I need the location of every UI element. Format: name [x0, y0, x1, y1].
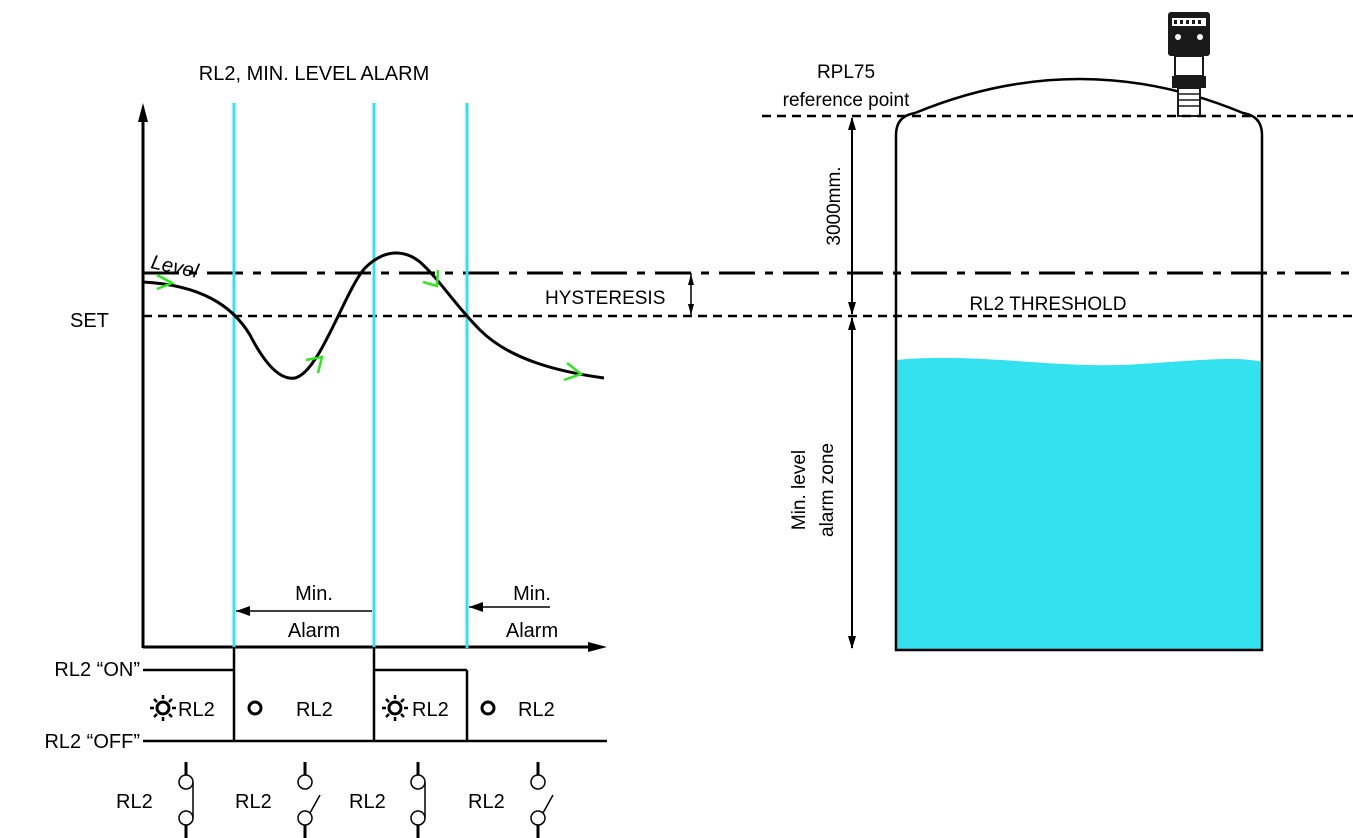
min-alarm-2-line1: Min.	[513, 583, 551, 605]
rl2-on-label: RL2 “ON”	[54, 659, 140, 681]
sun-icon	[382, 695, 408, 721]
hysteresis-arrow-up	[688, 274, 694, 285]
threshold-label: RL2 THRESHOLD	[970, 294, 1127, 315]
rl2-off-label: RL2 “OFF”	[44, 731, 140, 753]
min-alarm-arrow-2-head	[469, 602, 483, 612]
relay-state-1: RL2	[150, 695, 215, 721]
min-alarm-arrow-1-head	[236, 606, 250, 616]
contact-label: RL2	[468, 791, 505, 813]
relay-state-3: RL2	[382, 695, 449, 721]
closed-contact-icon	[178, 762, 194, 838]
hysteresis-arrow-down	[688, 304, 694, 315]
min-alarm-1-line1: Min.	[295, 583, 333, 605]
contact-3: RL2	[349, 762, 426, 838]
sun-icon	[150, 695, 176, 721]
relay-state-2: RL2	[247, 699, 333, 721]
alarm-zone-label-line1: Min. level	[789, 450, 810, 530]
direction-arrow-4	[563, 362, 584, 382]
set-label: SET	[70, 310, 109, 332]
direction-arrow-1	[156, 273, 175, 291]
open-contact-icon	[530, 762, 554, 838]
open-contact-icon	[297, 762, 321, 838]
alarm-zone-label-line2: alarm zone	[817, 443, 838, 537]
closed-contact-icon	[410, 762, 426, 838]
x-axis-arrowhead	[588, 642, 607, 652]
contact-label: RL2	[349, 791, 386, 813]
y-axis-arrowhead	[138, 103, 148, 122]
reference-point-label: reference point	[783, 90, 910, 111]
level-label: Level	[149, 251, 201, 283]
distance-arrow-down	[848, 302, 856, 315]
circle-icon	[247, 700, 263, 716]
circle-icon	[480, 700, 496, 716]
direction-arrow-2	[305, 355, 324, 374]
alarm-zone-arrow-down	[848, 636, 856, 649]
sensor-name-label: RPL75	[817, 62, 875, 83]
rpl75-sensor	[1168, 12, 1210, 117]
min-alarm-2-line2: Alarm	[506, 620, 558, 642]
min-alarm-1-line2: Alarm	[288, 620, 340, 642]
diagram-title: RL2, MIN. LEVEL ALARM	[199, 63, 429, 85]
contact-4: RL2	[468, 762, 554, 838]
relay-state-label: RL2	[296, 699, 333, 721]
liquid	[896, 357, 1262, 650]
distance-arrow-up	[848, 117, 856, 130]
contact-label: RL2	[235, 791, 272, 813]
contact-label: RL2	[116, 791, 153, 813]
distance-label: 3000mm.	[824, 166, 845, 245]
relay-state-label: RL2	[518, 699, 555, 721]
level-curve	[142, 251, 605, 380]
direction-arrow-3	[422, 269, 440, 288]
relay-state-label: RL2	[178, 699, 215, 721]
hysteresis-label: HYSTERESIS	[545, 288, 665, 309]
relay-state-label: RL2	[412, 699, 449, 721]
alarm-zone-arrow-up	[848, 317, 856, 330]
relay-state-4: RL2	[480, 699, 555, 721]
contact-1: RL2	[116, 762, 194, 838]
contact-2: RL2	[235, 762, 321, 838]
